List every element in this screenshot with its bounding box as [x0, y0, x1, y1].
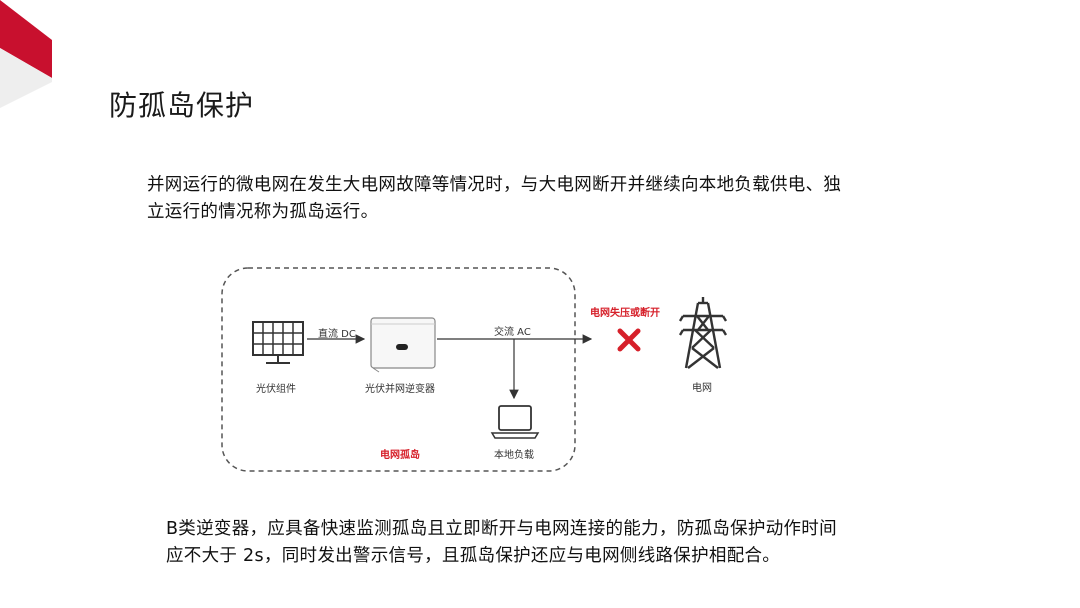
- requirement-paragraph: B类逆变器，应具备快速监测孤岛且立即断开与电网连接的能力，防孤岛保护动作时间 应…: [166, 516, 986, 570]
- inverter-label: 光伏并网逆变器: [365, 384, 435, 395]
- laptop-icon: [490, 405, 540, 439]
- pv-module-label: 光伏组件: [256, 384, 296, 395]
- inverter-icon: [370, 317, 436, 373]
- page-title: 防孤岛保护: [109, 89, 255, 122]
- corner-decoration: [0, 0, 52, 108]
- requirement-line-2: 应不大于 2s，同时发出警示信号，且孤岛保护还应与电网侧线路保护相配合。: [166, 546, 781, 566]
- dc-label: 直流 DC: [318, 329, 356, 340]
- transmission-tower-icon: [678, 297, 728, 369]
- ac-label: 交流 AC: [494, 327, 531, 338]
- requirement-line-1: B类逆变器，应具备快速监测孤岛且立即断开与电网连接的能力，防孤岛保护动作时间: [166, 519, 837, 539]
- local-load-label: 本地负载: [494, 450, 534, 461]
- intro-line-2: 立运行的情况称为孤岛运行。: [147, 202, 379, 222]
- intro-paragraph: 并网运行的微电网在发生大电网故障等情况时，与大电网断开并继续向本地负载供电、独 …: [147, 172, 967, 226]
- island-boundary: [221, 267, 576, 472]
- intro-line-1: 并网运行的微电网在发生大电网故障等情况时，与大电网断开并继续向本地负载供电、独: [147, 175, 842, 195]
- fault-label: 电网失压或断开: [590, 308, 660, 319]
- grid-label: 电网: [692, 383, 712, 394]
- solar-panel-icon: [252, 321, 304, 364]
- island-label: 电网孤岛: [380, 450, 420, 461]
- disconnect-cross-icon: [617, 328, 641, 352]
